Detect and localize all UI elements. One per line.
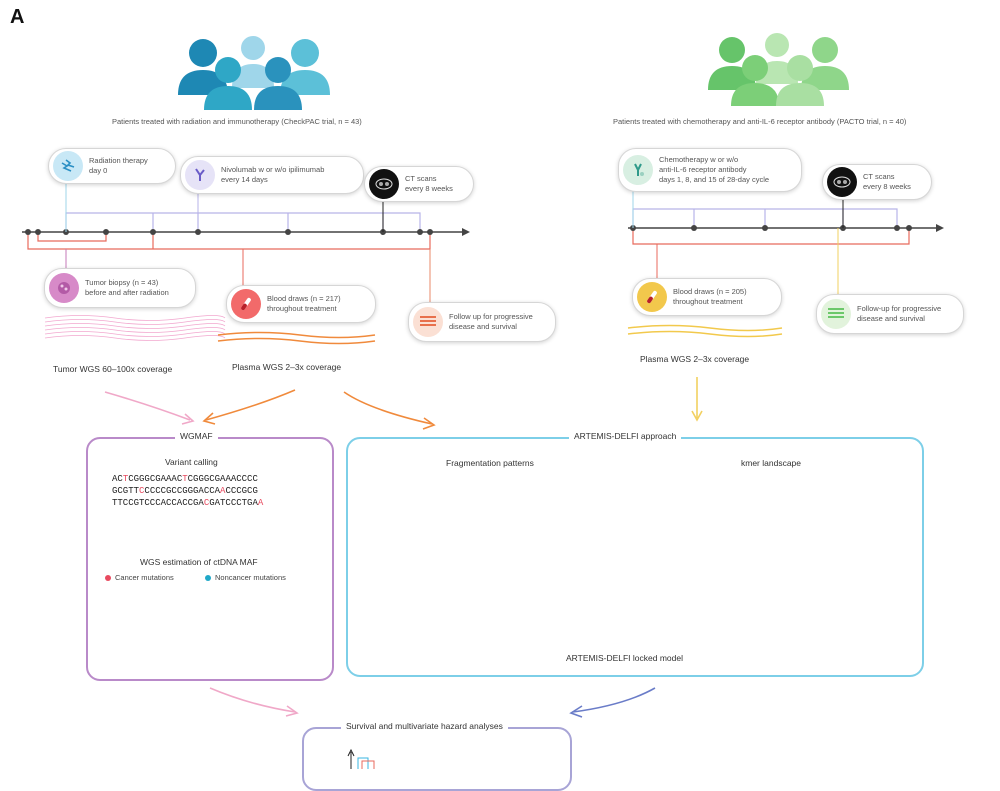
- artemis-delfi-title: ARTEMIS-DELFI approach: [569, 431, 682, 441]
- right-plasma-coverage-label: Plasma WGS 2–3x coverage: [640, 354, 750, 364]
- sequence-segment: TTCCGTCCCACCACCGA: [112, 498, 204, 508]
- mutated-base: T: [122, 474, 129, 484]
- blood-tube-icon: [231, 289, 261, 319]
- blood-tube-icon: [637, 282, 667, 312]
- sequence-segment: AC: [112, 474, 123, 484]
- panel-letter: A: [10, 6, 25, 28]
- left-plasma-coverage-wave: [217, 331, 376, 345]
- left-blue-brackets: [65, 212, 421, 232]
- left-blood-draws-line-1: Blood draws (n = 217): [267, 294, 341, 303]
- locked-model-label: ARTEMIS-DELFI locked model: [566, 653, 683, 663]
- survival-analyses-title: Survival and multivariate hazard analyse…: [341, 721, 508, 731]
- sequence-segment: CCCCGCCGGGACCA: [144, 486, 221, 496]
- fragmentation-patterns-title: Fragmentation patterns: [446, 458, 534, 468]
- right-ct-scans-line-1: CT scans: [863, 172, 895, 181]
- left-follow-up-line-1: Follow up for progressive: [449, 312, 533, 321]
- ctdna-maf-estimation-title: WGS estimation of ctDNA MAF: [140, 557, 258, 567]
- left-blood-draws-pill: Blood draws (n = 217)throughout treatmen…: [226, 285, 376, 323]
- left-follow-up-line-2: disease and survival: [449, 322, 517, 331]
- left-cohort-caption: Patients treated with radiation and immu…: [112, 117, 362, 126]
- mutated-base: C: [139, 486, 145, 496]
- artemis-delfi-box: [346, 437, 924, 677]
- nivolumab-line-2: every 14 days: [221, 175, 268, 184]
- left-ct-scans-line-2: every 8 weeks: [405, 184, 453, 193]
- left-patient-group-icon: [178, 36, 330, 110]
- noncancer-mutations-label: Noncancer mutations: [215, 573, 286, 582]
- ct-scan-icon: [369, 169, 399, 199]
- left-red-brackets: [27, 232, 431, 250]
- wgmaf-title: WGMAF: [175, 431, 218, 441]
- sequence-line-2: GCGTTCCCCCGCCGGGACCAACCCGCG: [112, 485, 263, 497]
- sequence-segment: GCGTT: [112, 486, 140, 496]
- noncancer-mutations-legend: Noncancer mutations: [205, 573, 286, 582]
- wgmaf-box: [86, 437, 334, 681]
- tissue-icon: [49, 273, 79, 303]
- tumor-coverage-wave: [44, 315, 226, 341]
- tumor-biopsy-pill: Tumor biopsy (n = 43)before and after ra…: [44, 268, 196, 308]
- left-blood-draws-line-2: throughout treatment: [267, 304, 337, 313]
- tumor-biopsy-line-1: Tumor biopsy (n = 43): [85, 278, 159, 287]
- mutated-base: C: [203, 498, 210, 508]
- right-ct-scans-line-2: every 8 weeks: [863, 182, 911, 191]
- right-follow-up-line-2: disease and survival: [857, 314, 925, 323]
- chemotherapy-line-2: anti-IL-6 receptor antibody: [659, 165, 747, 174]
- ct-scan-icon: [827, 167, 857, 197]
- follow-up-icon: [821, 299, 851, 329]
- right-cohort-caption: Patients treated with chemotherapy and a…: [613, 117, 907, 126]
- mutated-base: A: [257, 498, 264, 508]
- nivolumab-line-1: Nivolumab w or w/o ipilimumab: [221, 165, 325, 174]
- cancer-mutations-legend: Cancer mutations: [105, 573, 174, 582]
- right-blood-draws-line-2: throughout treatment: [673, 297, 743, 306]
- kmer-landscape-title: kmer landscape: [741, 458, 802, 468]
- sequence-segment: GATCCCTGA: [209, 498, 258, 508]
- right-timeline-axis: [628, 224, 944, 232]
- chemo-icon: [623, 155, 653, 185]
- survival-analyses-box: [302, 727, 572, 791]
- sequence-block: ACTCGGGCGAAACTCGGGCGAAACCCC GCGTTCCCCCGC…: [112, 473, 263, 509]
- antibody-icon: [185, 160, 215, 190]
- chemotherapy-line-3: days 1, 8, and 15 of 28-day cycle: [659, 175, 770, 184]
- sequence-segment: CCCGCG: [225, 486, 258, 496]
- sequence-segment: CGGGCGAAAC: [128, 474, 183, 484]
- mutated-base: A: [220, 486, 226, 496]
- tumor-coverage-label: Tumor WGS 60–100x coverage: [53, 364, 173, 374]
- chemotherapy-line-1: Chemotherapy w or w/o: [659, 155, 739, 164]
- left-plasma-coverage-label: Plasma WGS 2–3x coverage: [232, 362, 342, 372]
- radiation-icon: [53, 151, 83, 181]
- follow-up-icon: [413, 307, 443, 337]
- radiation-therapy-line-2: day 0: [89, 166, 108, 175]
- right-patient-group-icon: [708, 33, 849, 106]
- radiation-therapy-line-1: Radiation therapy: [89, 156, 148, 165]
- left-timeline-axis: [22, 228, 470, 236]
- mutated-base: T: [182, 474, 188, 484]
- variant-calling-title: Variant calling: [165, 457, 218, 467]
- sequence-line-1: ACTCGGGCGAAACTCGGGCGAAACCCC: [112, 473, 263, 485]
- right-red-brackets: [632, 228, 910, 245]
- right-blood-draws-line-1: Blood draws (n = 205): [673, 287, 747, 296]
- tumor-biopsy-line-2: before and after radiation: [85, 288, 169, 297]
- right-plasma-coverage-wave: [627, 324, 783, 338]
- sequence-segment: CGGGCGAAACCCC: [187, 474, 258, 484]
- sequence-line-3: TTCCGTCCCACCACCGACGATCCCTGAA: [112, 497, 263, 509]
- right-follow-up-line-1: Follow-up for progressive: [857, 304, 942, 313]
- right-blood-draws-pill: Blood draws (n = 205)throughout treatmen…: [632, 278, 782, 316]
- cancer-mutations-label: Cancer mutations: [115, 573, 174, 582]
- cancer-mutation-dot-icon: [105, 574, 111, 581]
- right-event-connectors: [632, 190, 844, 297]
- noncancer-mutation-dot-icon: [205, 574, 211, 581]
- left-ct-scans-line-1: CT scans: [405, 174, 437, 183]
